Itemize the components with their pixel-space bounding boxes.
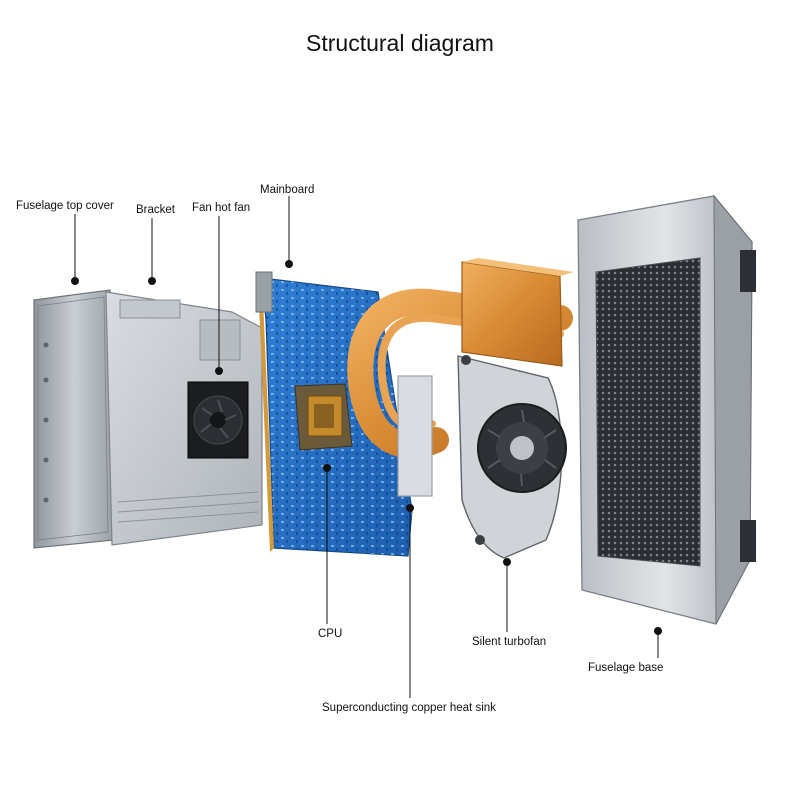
bracket-part	[105, 291, 263, 546]
silent-turbofan-part	[457, 355, 567, 559]
fuselage-top-cover-part	[33, 289, 115, 549]
label-mainboard: Mainboard	[260, 184, 315, 196]
diagram-title: Structural diagram	[306, 30, 494, 56]
label-cpu: CPU	[318, 628, 343, 640]
label-fuselage-base: Fuselage base	[588, 662, 664, 674]
label-fan-hot-fan: Fan hot fan	[192, 202, 251, 214]
fuselage-base-part	[577, 194, 756, 625]
label-silent-turbofan: Silent turbofan	[472, 636, 547, 648]
label-heat-sink: Superconducting copper heat sink	[322, 702, 496, 714]
cpu-part	[294, 383, 353, 451]
label-bracket: Bracket	[136, 204, 175, 216]
callout-leaders	[71, 196, 662, 698]
fan-hot-fan-part	[187, 381, 249, 459]
label-fuselage-top-cover: Fuselage top cover	[16, 200, 114, 212]
copper-block-part	[461, 258, 574, 367]
copper-heat-sink-part	[347, 288, 573, 497]
